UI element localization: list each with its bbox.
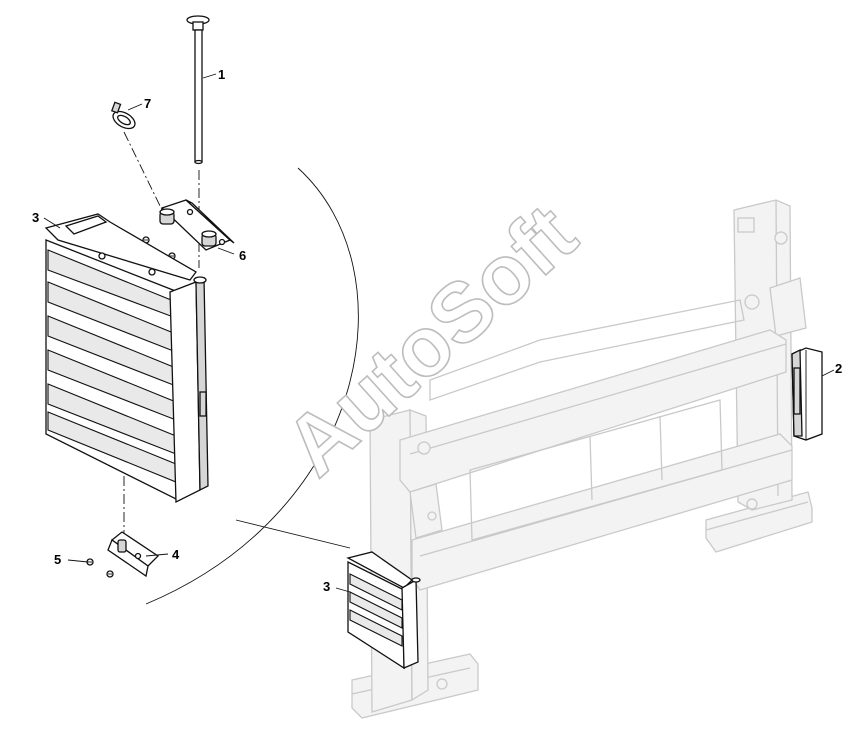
callout-3-detail: 3	[32, 210, 39, 225]
part-7-lock-clip	[110, 101, 136, 130]
part-3-mounted-step	[346, 551, 421, 670]
part-1-hinge-pin	[186, 15, 210, 165]
callout-3-frame: 3	[323, 579, 330, 594]
part-2-frame-hinge	[791, 347, 823, 441]
callout-1: 1	[218, 67, 225, 82]
callout-6: 6	[239, 248, 246, 263]
clip-leader-dash	[123, 131, 163, 211]
part-6-upper-bracket	[159, 199, 235, 251]
callout-4: 4	[172, 547, 180, 562]
part-3-step-panel-detail	[44, 213, 209, 504]
detail-pointer-line	[235, 519, 351, 549]
detail-region-arc	[145, 167, 359, 605]
part-4-lower-bracket	[107, 531, 160, 578]
callout-2: 2	[835, 361, 842, 376]
callout-5: 5	[54, 552, 61, 567]
callout-7: 7	[144, 96, 151, 111]
background-frame-assembly	[351, 199, 813, 719]
lower-screws	[86, 558, 114, 578]
callout-leaders	[43, 73, 835, 593]
